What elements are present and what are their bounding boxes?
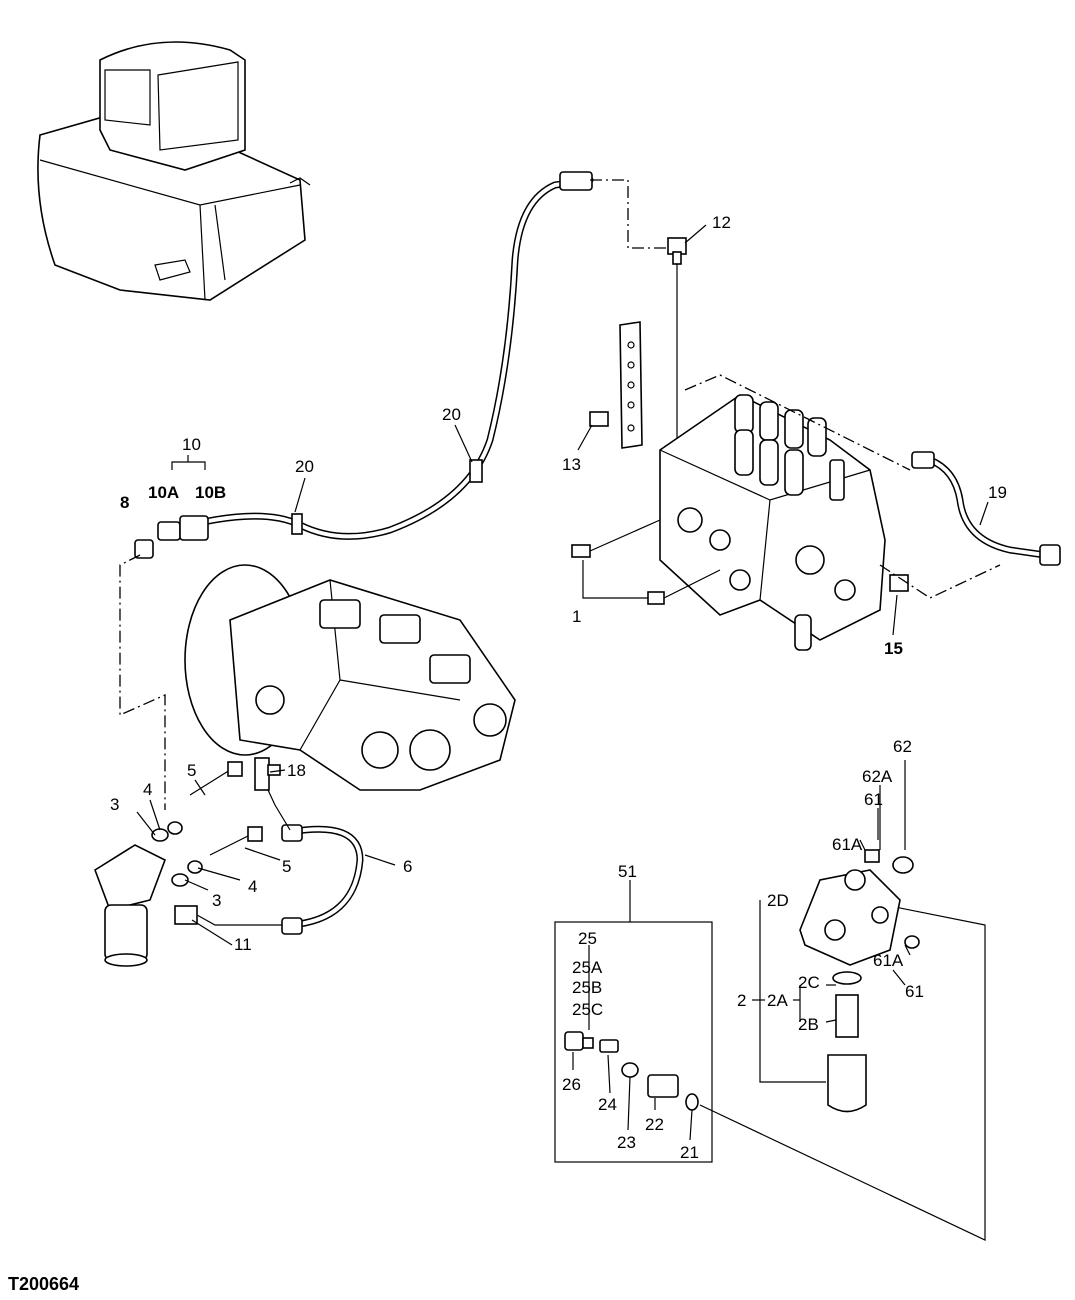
- callout-51: 51: [618, 862, 637, 881]
- figure-id: T200664: [8, 1274, 79, 1294]
- callout-10: 10: [182, 435, 201, 454]
- callout-6: 6: [403, 857, 412, 876]
- callout-labels: 10 10A 10B 8 20 20 12 13 1 19 15 18 5 5 …: [110, 213, 1007, 1162]
- callout-25C: 25C: [572, 1000, 603, 1019]
- filter-assembly: [94, 844, 167, 967]
- callout-8: 8: [120, 493, 129, 512]
- hose-19: [911, 451, 1061, 566]
- filter-housing-2: [759, 760, 920, 1113]
- callout-19: 19: [988, 483, 1007, 502]
- callout-12: 12: [712, 213, 731, 232]
- fitting-13: [589, 411, 609, 427]
- callout-10B: 10B: [195, 483, 226, 502]
- hose-6: [281, 824, 364, 935]
- callout-25B: 25B: [572, 978, 602, 997]
- callout-20-lower: 20: [295, 457, 314, 476]
- callout-4-lower: 4: [248, 877, 257, 896]
- callout-5-lower: 5: [282, 857, 291, 876]
- callout-26: 26: [562, 1075, 581, 1094]
- callout-13: 13: [562, 455, 581, 474]
- callout-25: 25: [578, 929, 597, 948]
- callout-20-upper: 20: [442, 405, 461, 424]
- clamp-20: [291, 459, 483, 535]
- callout-5-upper: 5: [187, 761, 196, 780]
- callout-15: 15: [884, 639, 903, 658]
- control-valve-assembly: [659, 394, 886, 651]
- callout-18: 18: [287, 761, 306, 780]
- excavator-locator-illustration: [37, 41, 311, 301]
- callout-2C: 2C: [798, 973, 820, 992]
- callout-22: 22: [645, 1115, 664, 1134]
- callout-62A: 62A: [862, 767, 893, 786]
- callout-61A-lower: 61A: [873, 951, 904, 970]
- callout-1: 1: [572, 607, 581, 626]
- hose-assembly-10: [134, 171, 594, 559]
- callout-24: 24: [598, 1095, 617, 1114]
- callout-10A: 10A: [148, 483, 179, 502]
- washers-3-4: [151, 821, 203, 887]
- callout-leaders: [136, 224, 989, 1141]
- callout-4-upper: 4: [143, 780, 152, 799]
- callout-23: 23: [617, 1133, 636, 1152]
- callout-61A-upper: 61A: [832, 835, 863, 854]
- callout-21: 21: [680, 1143, 699, 1162]
- callout-61-upper: 61: [864, 790, 883, 809]
- callout-2: 2: [737, 991, 746, 1010]
- elbow-fitting-12: [667, 237, 687, 265]
- callout-2D: 2D: [767, 891, 789, 910]
- callout-11: 11: [234, 935, 252, 954]
- callout-3-upper: 3: [110, 795, 119, 814]
- callout-25A: 25A: [572, 958, 603, 977]
- callout-2B: 2B: [798, 1015, 819, 1034]
- bracket-plate: [619, 321, 643, 449]
- sub-assembly-box-51: [554, 880, 713, 1163]
- hydraulic-pump-assembly: [184, 564, 516, 791]
- callout-3-lower: 3: [212, 891, 221, 910]
- callout-62: 62: [893, 737, 912, 756]
- callout-61-lower: 61: [905, 982, 924, 1001]
- bolt-5: [189, 761, 263, 856]
- screw-1: [571, 519, 721, 605]
- callout-2A: 2A: [767, 991, 788, 1010]
- tee-fitting-18: [254, 757, 281, 791]
